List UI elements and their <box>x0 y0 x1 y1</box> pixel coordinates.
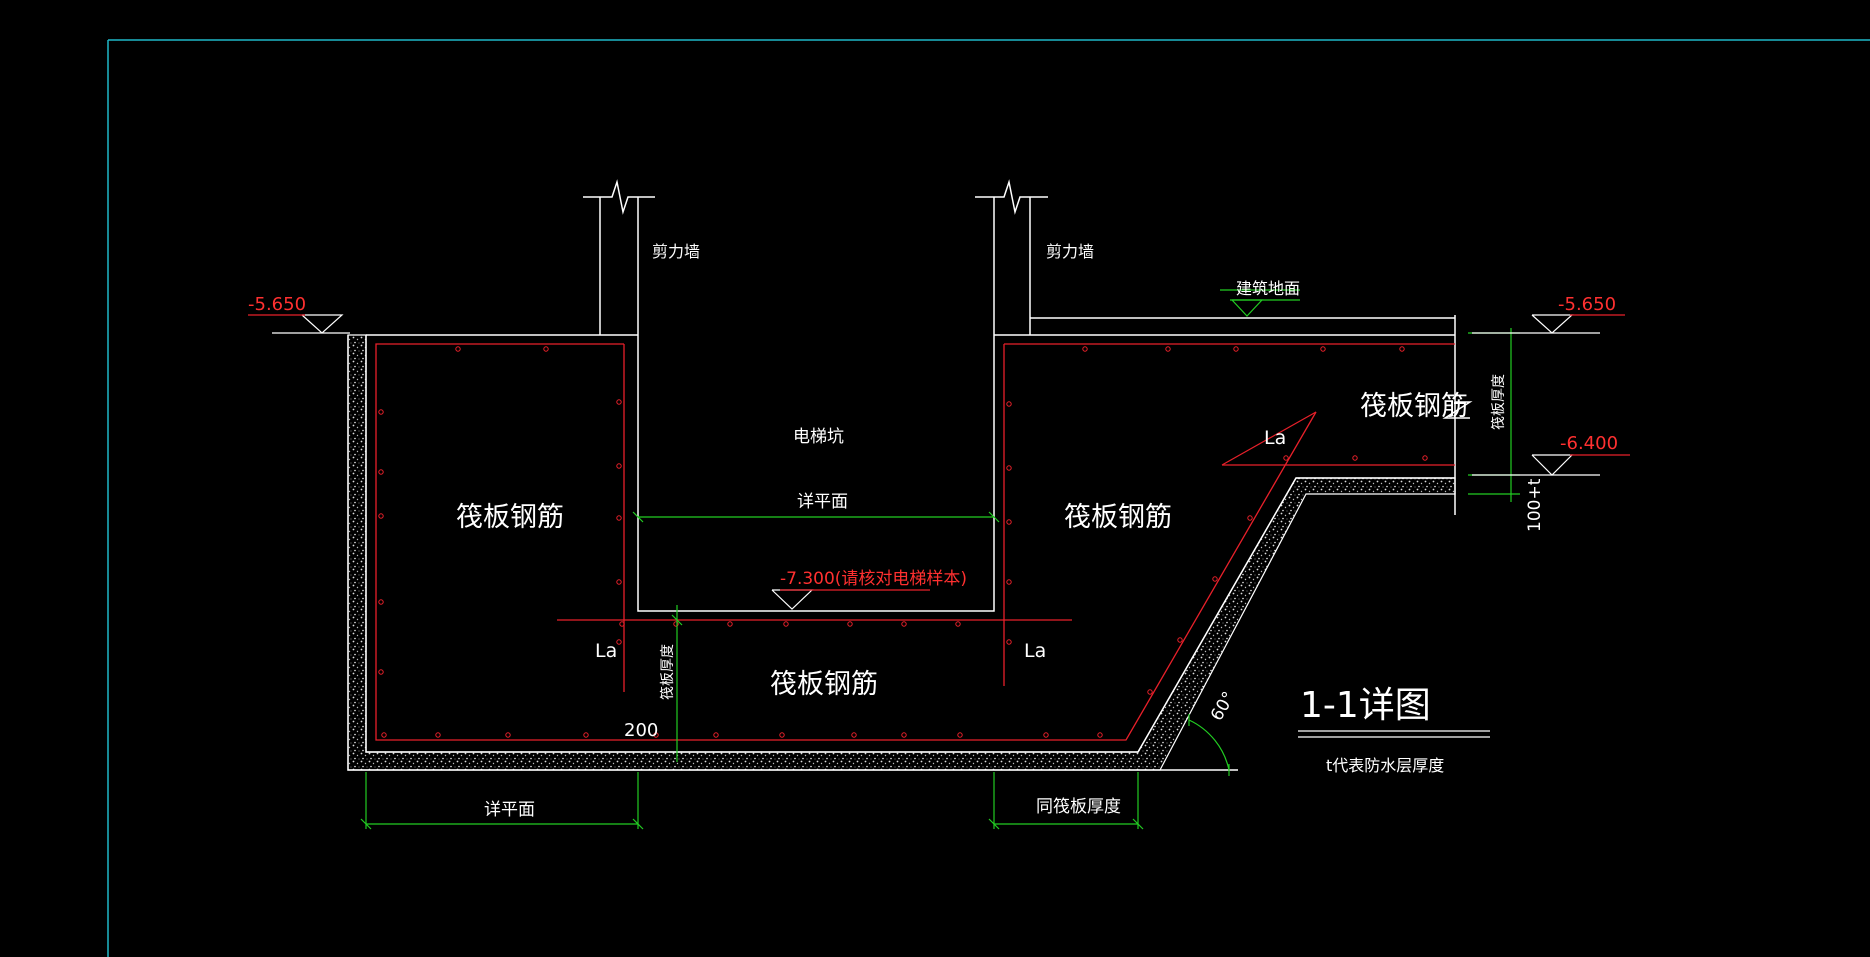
rebar-dot <box>1006 401 1012 407</box>
rebar-dot <box>957 732 963 738</box>
dimension-lines <box>360 289 1520 830</box>
bottom-right-dim-label: 同筏板厚度 <box>1036 797 1121 817</box>
elevation-left: -5.650 <box>248 294 306 315</box>
floor-marker <box>1231 299 1264 317</box>
raft-rebar-right-label: 筏板钢筋 <box>1064 502 1172 533</box>
rebar-dot <box>779 732 785 738</box>
rebar-dot <box>616 639 622 645</box>
elevation-marker-right-top <box>1472 314 1625 334</box>
rebar-dot <box>1006 579 1012 585</box>
elevation-marker-pit <box>771 589 930 610</box>
rebar-dot <box>955 621 961 627</box>
concrete-cushion-layer <box>347 334 1456 771</box>
la-lines <box>1221 411 1317 466</box>
raft-rebar-center-label: 筏板钢筋 <box>770 669 878 700</box>
raft-thickness-right-label: 筏板厚度 <box>1490 374 1507 430</box>
rebar-dot <box>381 732 387 738</box>
rebar-dot <box>851 732 857 738</box>
rebar-dot <box>1233 346 1239 352</box>
rebar-dot <box>616 579 622 585</box>
rebar-dot <box>1147 689 1153 695</box>
structure-outline <box>347 179 1473 771</box>
dim-200-label: 200 <box>624 720 658 741</box>
rebar-dot <box>713 732 719 738</box>
rebar-dot <box>1212 576 1218 582</box>
la-left-label: La <box>595 640 617 662</box>
rebar-dot <box>378 669 384 675</box>
labels: -5.650 -5.650 -6.400 -7.300(请核对电梯样本) 剪力墙… <box>248 242 1618 820</box>
detail-note: t代表防水层厚度 <box>1326 756 1444 775</box>
rebar-dot <box>901 621 907 627</box>
rebar-dot <box>619 621 625 627</box>
elevator-pit-label: 电梯坑 <box>793 427 844 447</box>
rebar-dot <box>616 515 622 521</box>
rebar-dot <box>1352 455 1358 461</box>
elevation-marker-right-mid <box>1472 454 1630 476</box>
rebar-dot <box>1082 346 1088 352</box>
rebar-dot <box>847 621 853 627</box>
rebar-dot <box>1097 732 1103 738</box>
rebar-dot <box>505 732 511 738</box>
rebar-dot <box>1422 455 1428 461</box>
rebar-dot <box>378 599 384 605</box>
la-right-label: La <box>1264 427 1286 449</box>
pit-width-dim-label: 详平面 <box>797 492 848 512</box>
drawing-frame <box>107 39 1870 957</box>
la-center-label: La <box>1024 640 1046 662</box>
building-floor-label: 建筑地面 <box>1236 279 1300 298</box>
rebar-dot <box>1247 515 1253 521</box>
rebar-dot <box>673 621 679 627</box>
shear-wall-right-label: 剪力墙 <box>1046 242 1094 261</box>
rebar-dot <box>378 469 384 475</box>
detail-title-underline <box>1298 730 1490 738</box>
rebar-dot <box>1006 639 1012 645</box>
rebar-dot <box>653 732 659 738</box>
rebar-dot <box>1043 732 1049 738</box>
rebar-dot <box>1165 346 1171 352</box>
rebar-dot <box>616 399 622 405</box>
elevation-right-top: -5.650 <box>1558 294 1616 315</box>
rebar-dot <box>1006 465 1012 471</box>
rebar-dot <box>435 732 441 738</box>
rebar-dot <box>543 346 549 352</box>
rebar-dot <box>378 409 384 415</box>
detail-title: 1-1详图 <box>1300 685 1431 726</box>
rebar-dot <box>783 621 789 627</box>
rebar-dot <box>616 463 622 469</box>
elevation-right-mid: -6.400 <box>1560 433 1618 454</box>
shear-wall-left-label: 剪力墙 <box>652 242 700 261</box>
raft-rebar-left-label: 筏板钢筋 <box>456 502 564 533</box>
raft-rebar-upper-right-label: 筏板钢筋 <box>1360 391 1468 422</box>
rebar-dot <box>583 732 589 738</box>
rebar-dot <box>1399 346 1405 352</box>
rebar-dot <box>727 621 733 627</box>
rebar-dot <box>1177 637 1183 643</box>
rebar-dot <box>901 732 907 738</box>
elevation-pit: -7.300(请核对电梯样本) <box>780 569 967 589</box>
rebar-dot <box>1320 346 1326 352</box>
dim-100t-label: 100+t <box>1525 478 1545 532</box>
rebar-dot <box>455 346 461 352</box>
rebar-dot <box>378 513 384 519</box>
rebar-dot <box>1283 455 1289 461</box>
rebar-dot <box>1006 519 1012 525</box>
rebar-dots <box>378 346 1428 738</box>
rebar-lines <box>375 343 1455 741</box>
bottom-left-dim-label: 详平面 <box>484 800 535 820</box>
angle-label: 60° <box>1207 688 1239 724</box>
raft-thickness-center-label: 筏板厚度 <box>659 644 676 700</box>
elevation-marker-left <box>248 314 350 334</box>
